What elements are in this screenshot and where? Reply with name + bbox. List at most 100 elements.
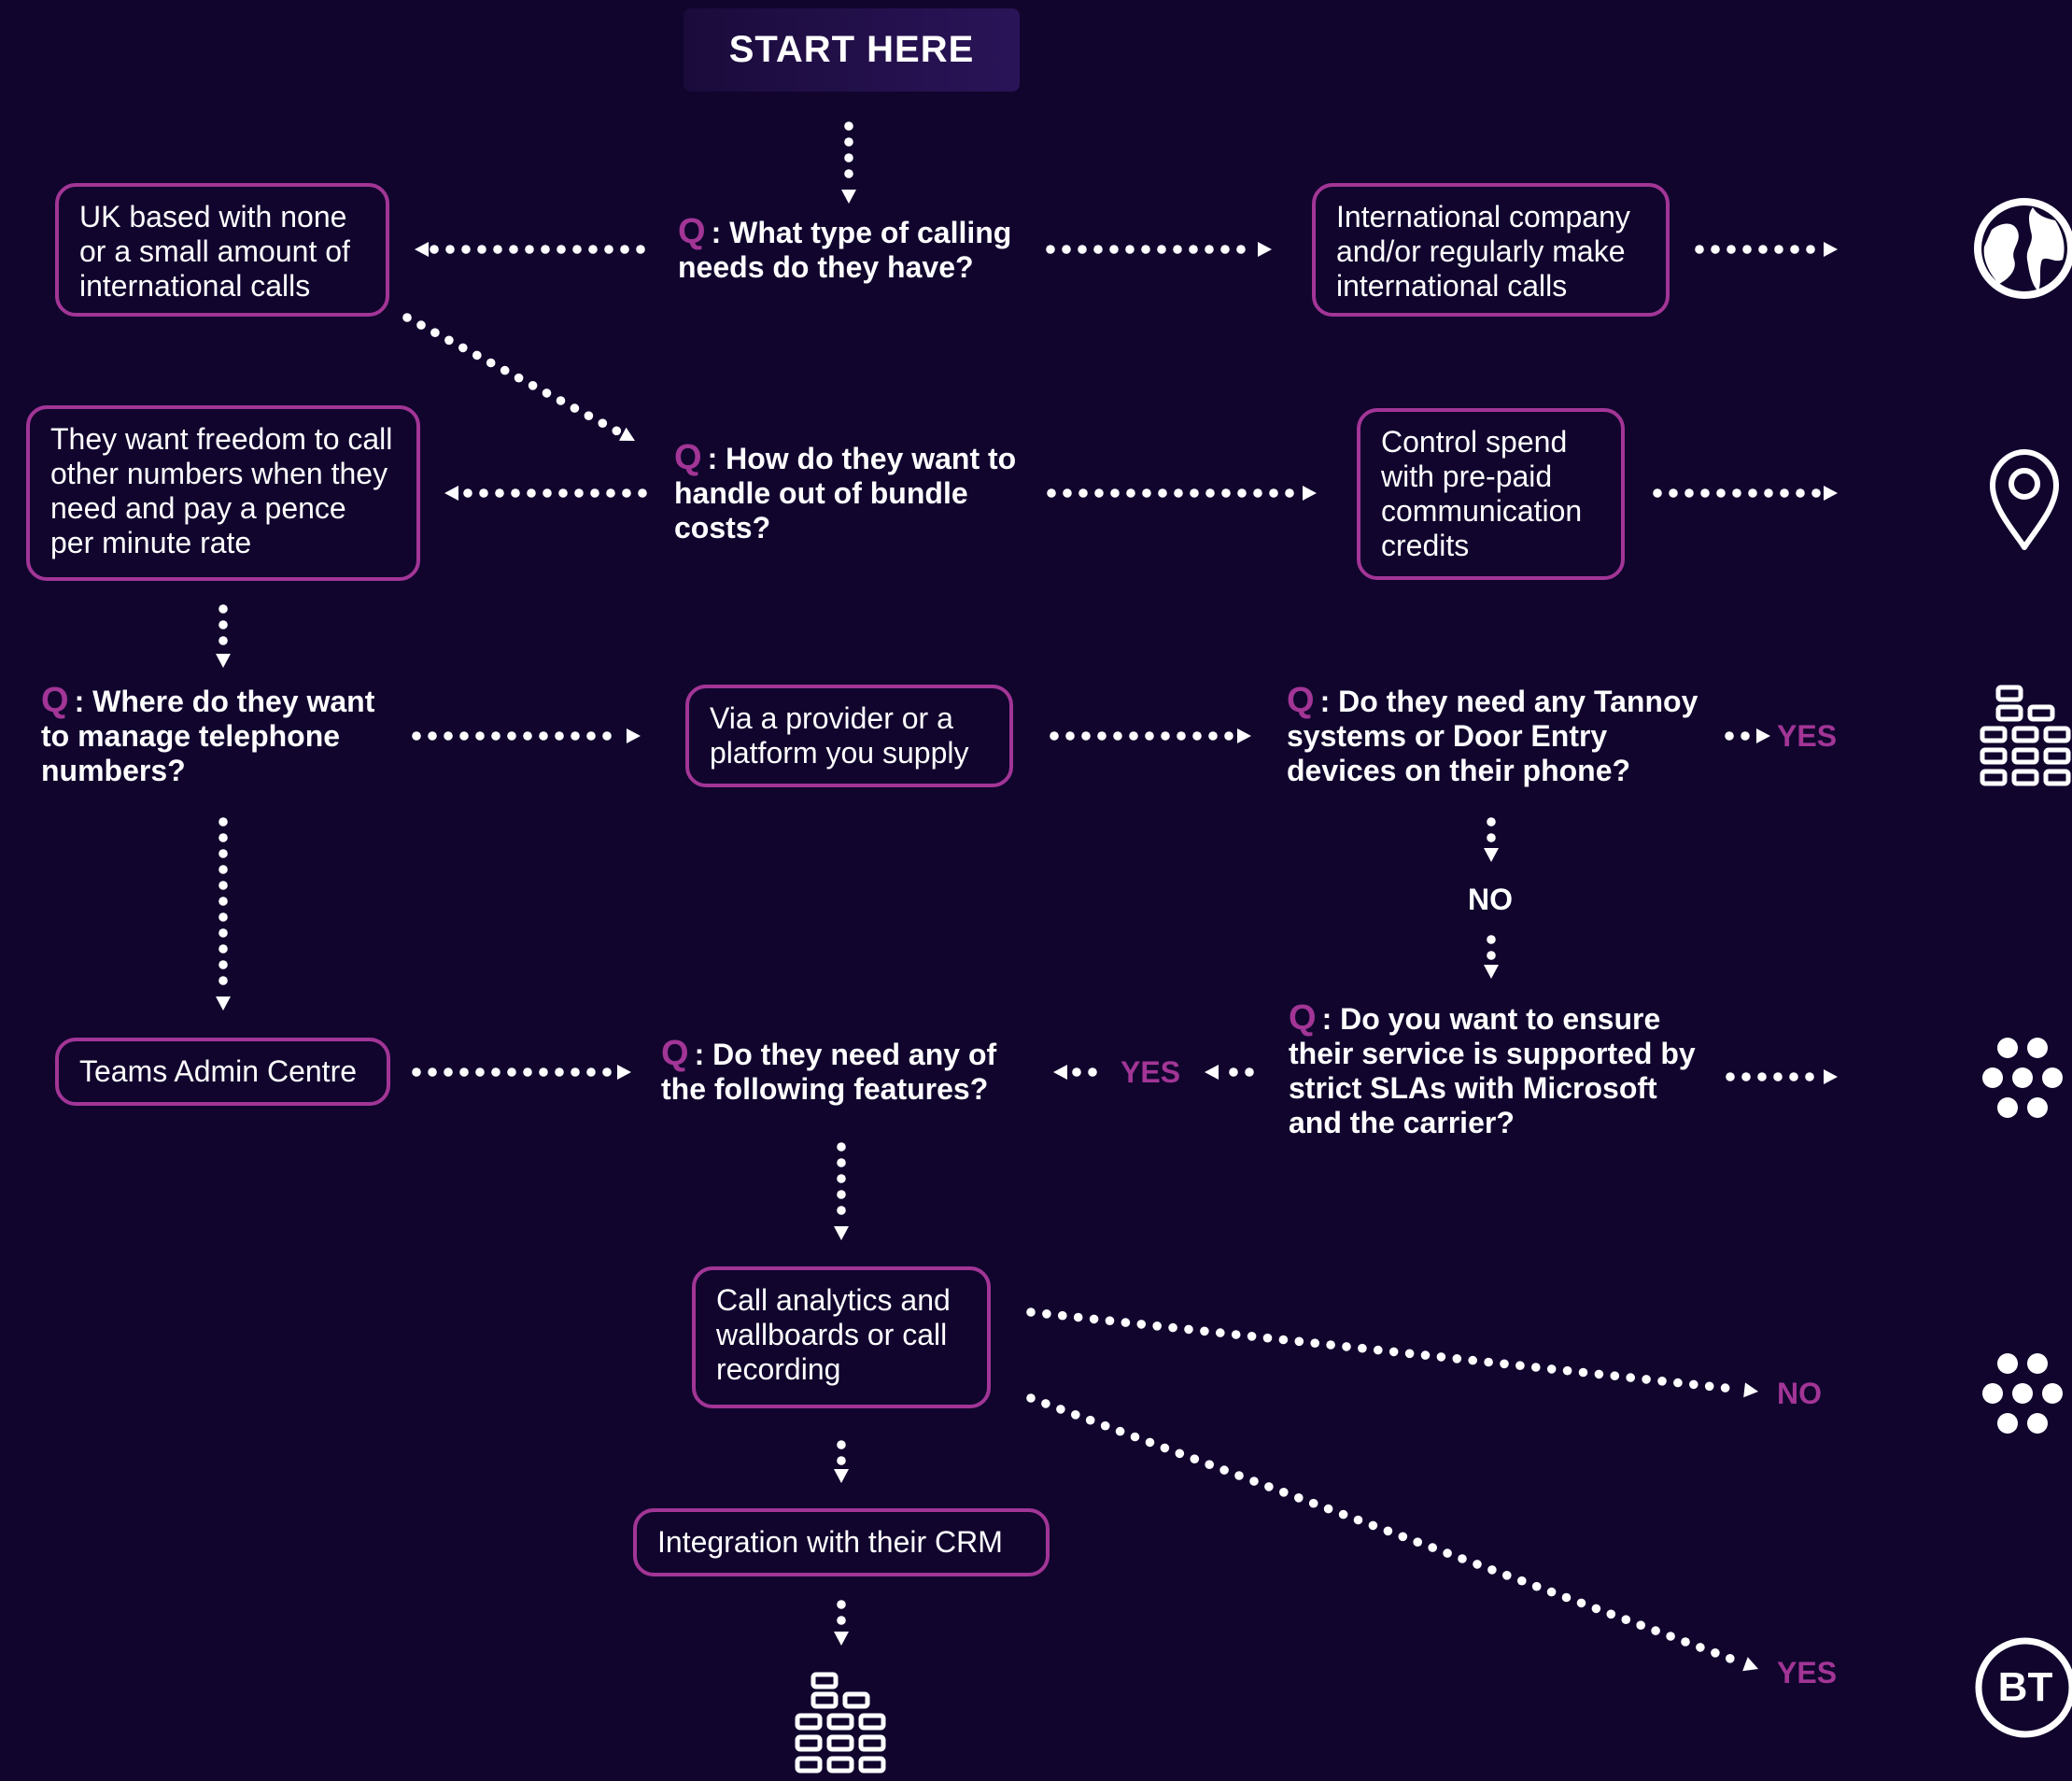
connector-dot <box>459 1067 469 1077</box>
connector-dot <box>572 245 582 254</box>
connector-dot <box>1657 1377 1667 1386</box>
connector-dot <box>1726 1072 1735 1081</box>
connector-dot <box>1358 1343 1367 1353</box>
connector-dot <box>1294 1336 1304 1347</box>
connector-dot <box>1121 1318 1131 1327</box>
connector-dot <box>495 488 504 498</box>
connector-uk-to-q2 <box>402 313 635 441</box>
connector-dot <box>1636 1620 1645 1630</box>
bt-logo: BT <box>1973 1636 2072 1739</box>
globe-icon <box>1974 198 2072 299</box>
connector-dot <box>1056 1405 1065 1414</box>
connector-dot <box>1200 1326 1209 1336</box>
connector-dot <box>586 1067 596 1077</box>
connector-dot <box>1487 951 1496 960</box>
connector-dot <box>475 731 485 741</box>
answer-uk-based: UK based with none or a small amount of … <box>55 183 389 317</box>
connector-dot <box>1208 731 1218 741</box>
connector-dot <box>1806 245 1815 254</box>
connector-dot <box>1192 731 1202 741</box>
connector-dot <box>1190 1454 1200 1463</box>
arrowhead <box>1053 1065 1067 1080</box>
connector-dot <box>638 488 647 498</box>
arrowhead <box>1237 728 1251 743</box>
connector-dot <box>1174 488 1183 498</box>
connector-dot <box>1220 245 1230 254</box>
connector-dot <box>844 137 853 147</box>
connector-dot <box>1562 1365 1572 1376</box>
connector-dot <box>1130 1432 1140 1442</box>
connector-dot <box>1484 1357 1493 1367</box>
connector-dot <box>218 960 228 969</box>
arrowhead <box>627 728 641 743</box>
connector-dot <box>1610 1371 1620 1380</box>
arrowhead <box>1303 486 1317 501</box>
connector-dot <box>430 328 440 338</box>
connector-provider-to-q4 <box>1050 728 1251 743</box>
connector-dot <box>1443 1548 1452 1558</box>
answer-prepaid-credits: Control spend with pre-paid communicatio… <box>1357 408 1625 580</box>
connector-dot <box>1741 1072 1751 1081</box>
connector-q5-to-yes <box>1205 1065 1254 1080</box>
answer-teams-admin-centre: Teams Admin Centre <box>55 1038 390 1106</box>
connector-teams-to-q6 <box>412 1065 631 1080</box>
connector-dot <box>1695 245 1704 254</box>
connector-dot <box>1726 1654 1735 1663</box>
connector-prepaid-to-pin <box>1653 486 1838 501</box>
connector-dot <box>1097 731 1106 741</box>
connector-dot <box>1129 731 1138 741</box>
connector-dot <box>1388 1347 1399 1357</box>
connector-dot <box>1742 245 1752 254</box>
connector-dot <box>558 488 568 498</box>
arrowhead <box>415 242 429 257</box>
connector-dot <box>1725 731 1734 741</box>
connector-dot <box>1177 731 1186 741</box>
connector-dot <box>493 245 502 254</box>
connector-dot <box>218 881 228 890</box>
connector-crm-to-building <box>834 1600 849 1646</box>
connector-dot <box>570 403 580 413</box>
question-tannoy-door-entry: Q: Do they need any Tannoy systems or Do… <box>1287 681 1698 787</box>
connector-dot <box>1727 245 1736 254</box>
tag-yes-final: YES <box>1777 1656 1838 1689</box>
connector-dot <box>837 1174 846 1183</box>
building-icon <box>1980 685 2071 786</box>
connector-dot <box>218 897 228 906</box>
connector-dot <box>218 976 228 985</box>
connector-dot <box>1764 488 1773 498</box>
connector-dot <box>1046 245 1055 254</box>
connector-dot <box>1113 731 1122 741</box>
connector-dot <box>1142 488 1151 498</box>
connector-dot <box>555 1067 564 1077</box>
q-prefix: Q <box>1287 681 1315 720</box>
connector-dot <box>1642 1375 1651 1384</box>
connector-dot <box>1458 1554 1467 1563</box>
connector-dot <box>1278 1335 1289 1345</box>
connector-dot <box>1219 1465 1229 1475</box>
connector-dot <box>1452 1354 1462 1364</box>
connector-dot <box>1173 245 1182 254</box>
connector-dot <box>1606 1609 1616 1619</box>
connector-dot <box>412 1067 421 1077</box>
dot-cluster-icon <box>1982 1353 2063 1434</box>
connector-dot <box>1093 245 1103 254</box>
connector-dot <box>1789 1072 1798 1081</box>
connector-dot <box>1078 245 1087 254</box>
connector-dot <box>523 1067 532 1077</box>
connector-dot <box>1561 1592 1572 1603</box>
connector-dot <box>218 928 228 938</box>
connector-dot <box>1626 1373 1635 1382</box>
connector-dot <box>1089 1314 1099 1324</box>
tag-no-tannoy: NO <box>1468 883 1513 916</box>
arrowhead <box>834 1226 849 1240</box>
connector-dot <box>1413 1537 1422 1547</box>
connector-dot <box>402 313 412 322</box>
connector-dot <box>525 245 534 254</box>
connector-dot <box>1757 1072 1767 1081</box>
connector-dot <box>837 1616 846 1625</box>
connector-dot <box>218 833 228 842</box>
connector-dot <box>1790 245 1799 254</box>
connector-dot <box>1651 1626 1660 1635</box>
arrowhead <box>1743 1382 1758 1398</box>
connector-dot <box>218 849 228 858</box>
